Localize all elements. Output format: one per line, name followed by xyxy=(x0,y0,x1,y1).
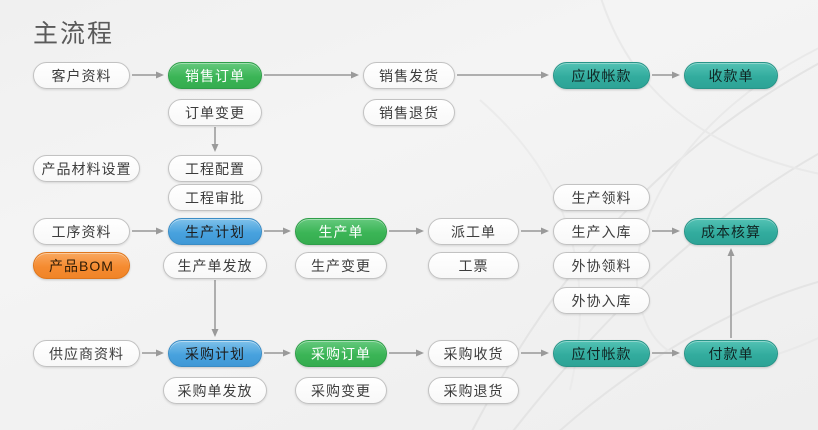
node-label: 工程配置 xyxy=(185,160,245,177)
node-outsourcing-picking[interactable]: 外协领料 xyxy=(553,252,650,279)
node-accounts-receivable[interactable]: 应收帐款 xyxy=(553,62,650,89)
node-receipt-note[interactable]: 收款单 xyxy=(684,62,778,89)
node-customer-data[interactable]: 客户资料 xyxy=(33,62,130,89)
node-product-material-setup[interactable]: 产品材料设置 xyxy=(33,155,140,182)
node-label: 工票 xyxy=(458,257,489,274)
node-label: 采购计划 xyxy=(185,345,245,362)
node-label: 销售发货 xyxy=(379,67,439,84)
node-engineering-approval[interactable]: 工程审批 xyxy=(168,184,262,211)
node-sales-return[interactable]: 销售退货 xyxy=(363,99,455,126)
node-sales-delivery[interactable]: 销售发货 xyxy=(363,62,455,89)
node-label: 成本核算 xyxy=(701,223,761,240)
node-production-change[interactable]: 生产变更 xyxy=(295,252,387,279)
node-engineering-config[interactable]: 工程配置 xyxy=(168,155,262,182)
node-product-bom[interactable]: 产品BOM xyxy=(33,252,130,279)
node-process-data[interactable]: 工序资料 xyxy=(33,218,130,245)
node-label: 采购退货 xyxy=(443,382,504,399)
node-purchase-plan[interactable]: 采购计划 xyxy=(168,340,262,367)
node-label: 应付帐款 xyxy=(571,345,632,362)
node-label: 生产领料 xyxy=(571,189,632,206)
node-purchase-return[interactable]: 采购退货 xyxy=(428,377,519,404)
node-label: 产品BOM xyxy=(49,257,114,274)
node-production-order-release[interactable]: 生产单发放 xyxy=(163,252,267,279)
node-label: 工序资料 xyxy=(51,223,112,240)
node-label: 应收帐款 xyxy=(571,67,632,84)
node-purchase-receipt[interactable]: 采购收货 xyxy=(428,340,519,367)
node-label: 收款单 xyxy=(708,67,754,84)
node-purchase-order[interactable]: 采购订单 xyxy=(295,340,387,367)
node-purchase-order-release[interactable]: 采购单发放 xyxy=(163,377,267,404)
node-label: 订单变更 xyxy=(185,104,245,121)
node-label: 供应商资料 xyxy=(49,345,124,362)
node-label: 生产入库 xyxy=(571,223,632,240)
node-production-warehousing[interactable]: 生产入库 xyxy=(553,218,650,245)
node-accounts-payable[interactable]: 应付帐款 xyxy=(553,340,650,367)
node-outsourcing-warehousing[interactable]: 外协入库 xyxy=(553,287,650,314)
node-label: 外协入库 xyxy=(571,292,632,309)
node-label: 产品材料设置 xyxy=(41,160,132,177)
node-label: 付款单 xyxy=(708,345,754,362)
node-dispatch-order[interactable]: 派工单 xyxy=(428,218,519,245)
node-label: 客户资料 xyxy=(51,67,112,84)
node-production-order[interactable]: 生产单 xyxy=(295,218,387,245)
node-label: 外协领料 xyxy=(571,257,632,274)
node-label: 生产单发放 xyxy=(177,257,253,274)
node-label: 采购变更 xyxy=(311,382,371,399)
node-label: 工程审批 xyxy=(185,189,245,206)
node-sales-order[interactable]: 销售订单 xyxy=(168,62,262,89)
node-label: 生产单 xyxy=(318,223,364,240)
node-label: 生产计划 xyxy=(185,223,245,240)
node-supplier-data[interactable]: 供应商资料 xyxy=(33,340,140,367)
node-label: 派工单 xyxy=(451,223,496,240)
node-production-plan[interactable]: 生产计划 xyxy=(168,218,262,245)
node-production-picking[interactable]: 生产领料 xyxy=(553,184,650,211)
node-label: 采购订单 xyxy=(311,345,371,362)
node-work-ticket[interactable]: 工票 xyxy=(428,252,519,279)
node-payment-note[interactable]: 付款单 xyxy=(684,340,778,367)
node-order-change[interactable]: 订单变更 xyxy=(168,99,262,126)
node-label: 采购收货 xyxy=(443,345,504,362)
node-cost-accounting[interactable]: 成本核算 xyxy=(684,218,778,245)
node-label: 生产变更 xyxy=(311,257,371,274)
page-title: 主流程 xyxy=(33,20,115,48)
node-label: 销售订单 xyxy=(185,67,245,84)
node-label: 销售退货 xyxy=(379,104,439,121)
node-purchase-change[interactable]: 采购变更 xyxy=(295,377,387,404)
node-label: 采购单发放 xyxy=(177,382,253,399)
